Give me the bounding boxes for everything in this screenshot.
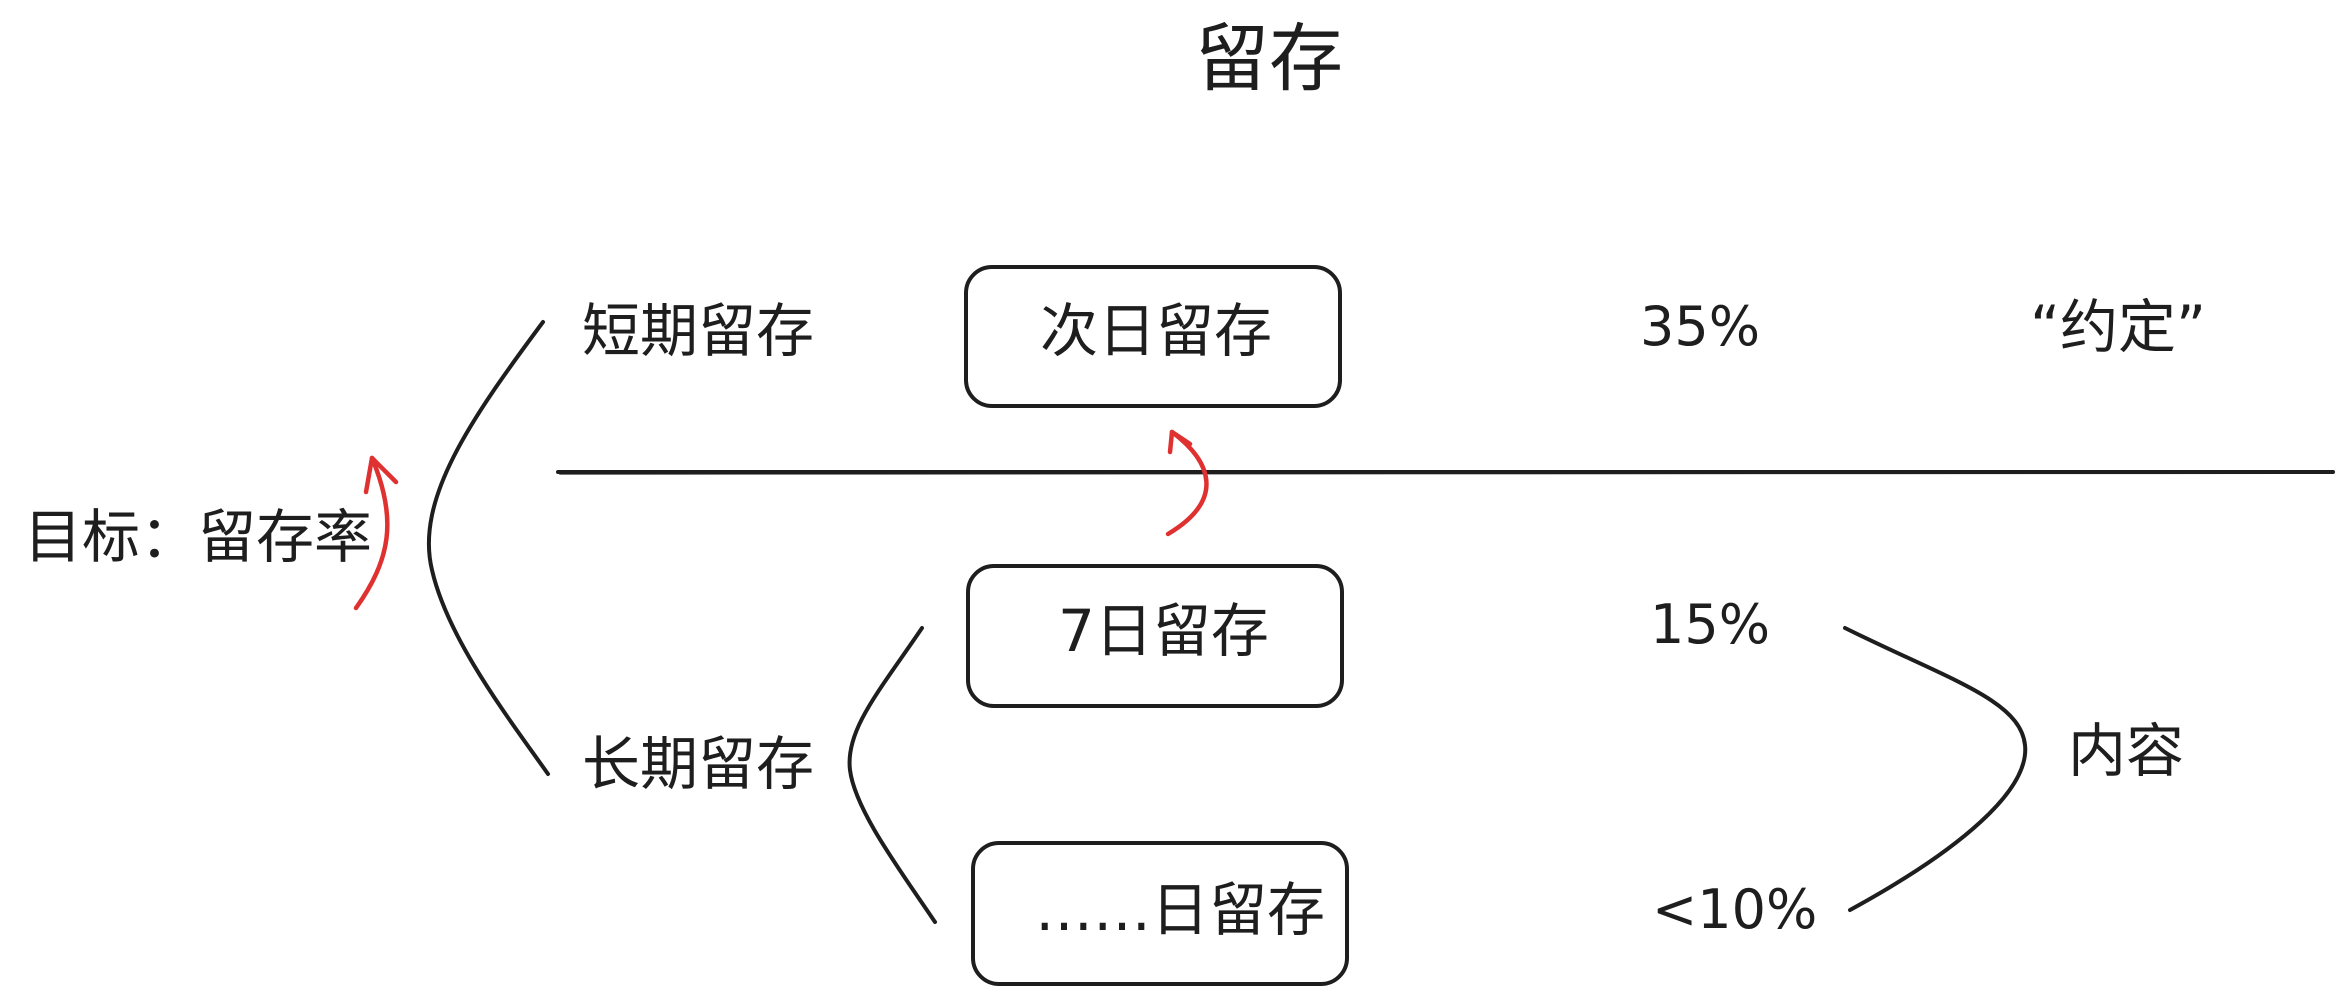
- next-day-up-arrow: [1165, 429, 1209, 537]
- rate-next-day: 35%: [1640, 295, 1761, 358]
- note-convention: “约定”: [2030, 293, 2207, 361]
- box-n-day-label: ……日留存: [1035, 876, 1326, 944]
- box-seven-day: [966, 564, 1344, 708]
- box-next-day: [964, 265, 1342, 408]
- box-next-day-label: 次日留存: [1040, 297, 1273, 365]
- goal-bracket: [426, 320, 550, 776]
- goal-label: 目标：留存率: [24, 503, 373, 571]
- note-content: 内容: [2068, 717, 2185, 785]
- box-n-day: [971, 841, 1349, 986]
- rate-n-day: <10%: [1652, 878, 1818, 941]
- page-title: 留存: [1195, 16, 1343, 102]
- category-short-term: 短期留存: [582, 297, 815, 365]
- rate-seven-day: 15%: [1650, 593, 1771, 656]
- content-bracket: [1843, 626, 2028, 912]
- box-seven-day-label: 7日留存: [1058, 597, 1269, 665]
- category-long-term: 长期留存: [582, 730, 815, 798]
- long-term-bracket: [847, 626, 937, 924]
- goal-up-arrow: [353, 455, 390, 611]
